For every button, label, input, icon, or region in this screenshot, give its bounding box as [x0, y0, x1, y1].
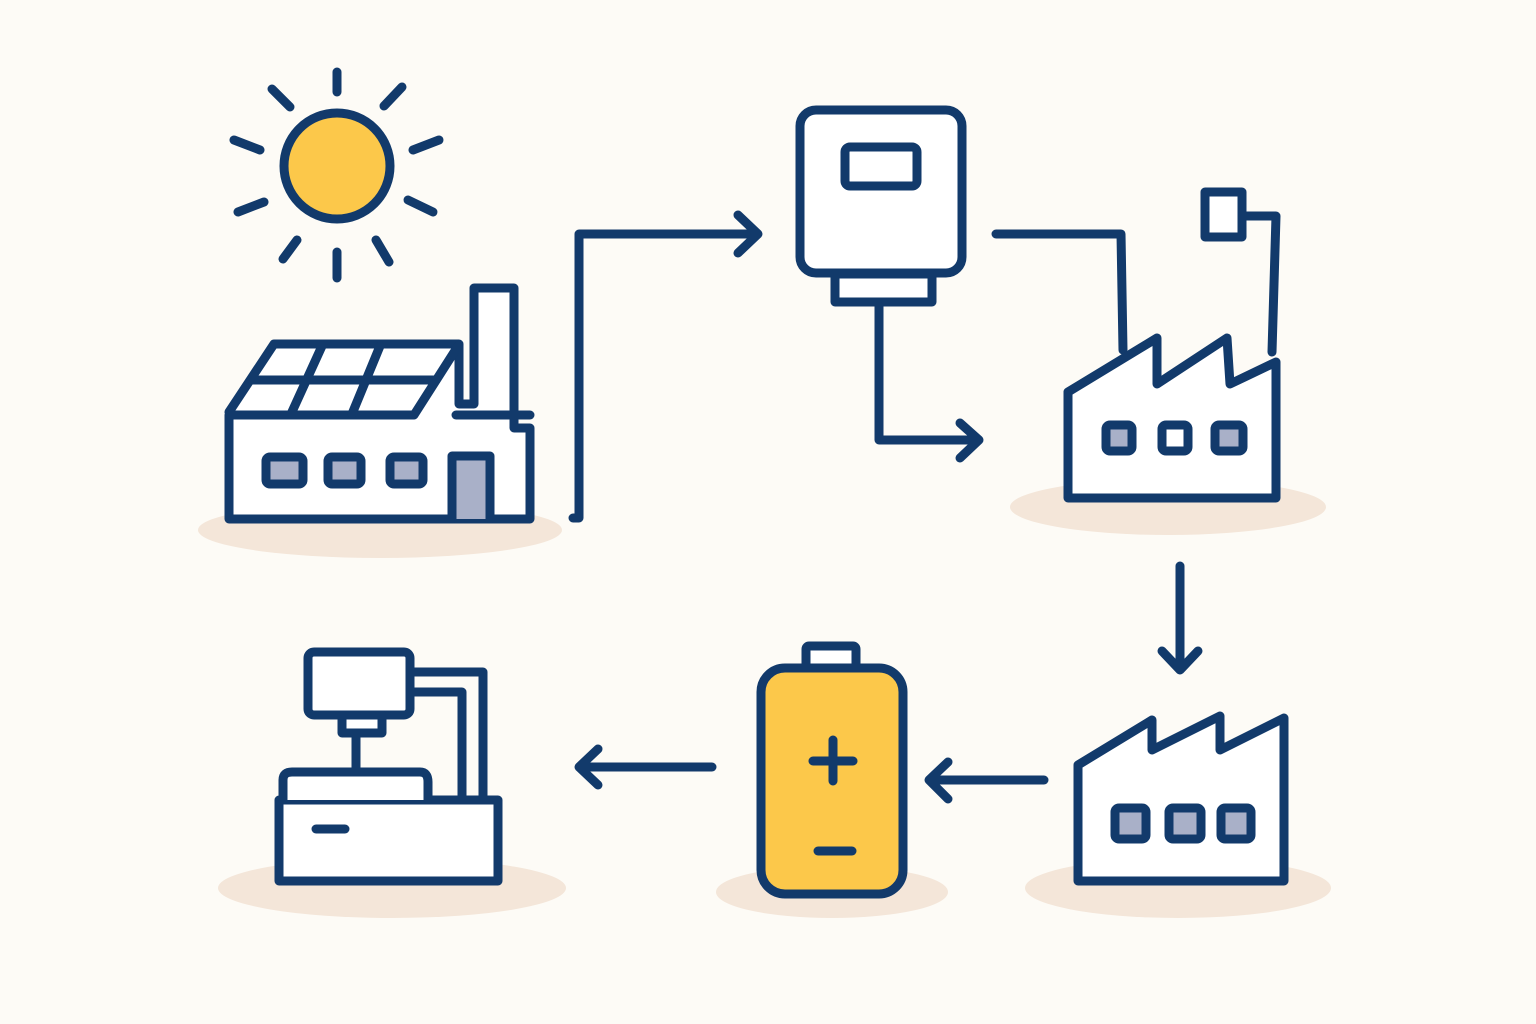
arrow-solar-to-inverter: [568, 210, 763, 523]
battery-icon: [756, 641, 908, 899]
cash-register-icon: [274, 647, 503, 886]
arrow-inverter-to-factory: [874, 301, 984, 463]
arrow-battery-to-register: [574, 744, 717, 790]
solar-factory-icon: [224, 283, 535, 524]
arrow-factory-down: [1157, 561, 1203, 675]
battery-plus-sign: [808, 735, 858, 786]
factory-upper-icon: [1063, 187, 1281, 503]
factory-lower-icon: [1073, 711, 1289, 886]
connector-inverter-to-factory: [991, 229, 1128, 355]
arrow-factory-to-battery: [924, 757, 1049, 804]
sun-icon: [229, 67, 444, 283]
inverter-icon: [795, 105, 967, 307]
